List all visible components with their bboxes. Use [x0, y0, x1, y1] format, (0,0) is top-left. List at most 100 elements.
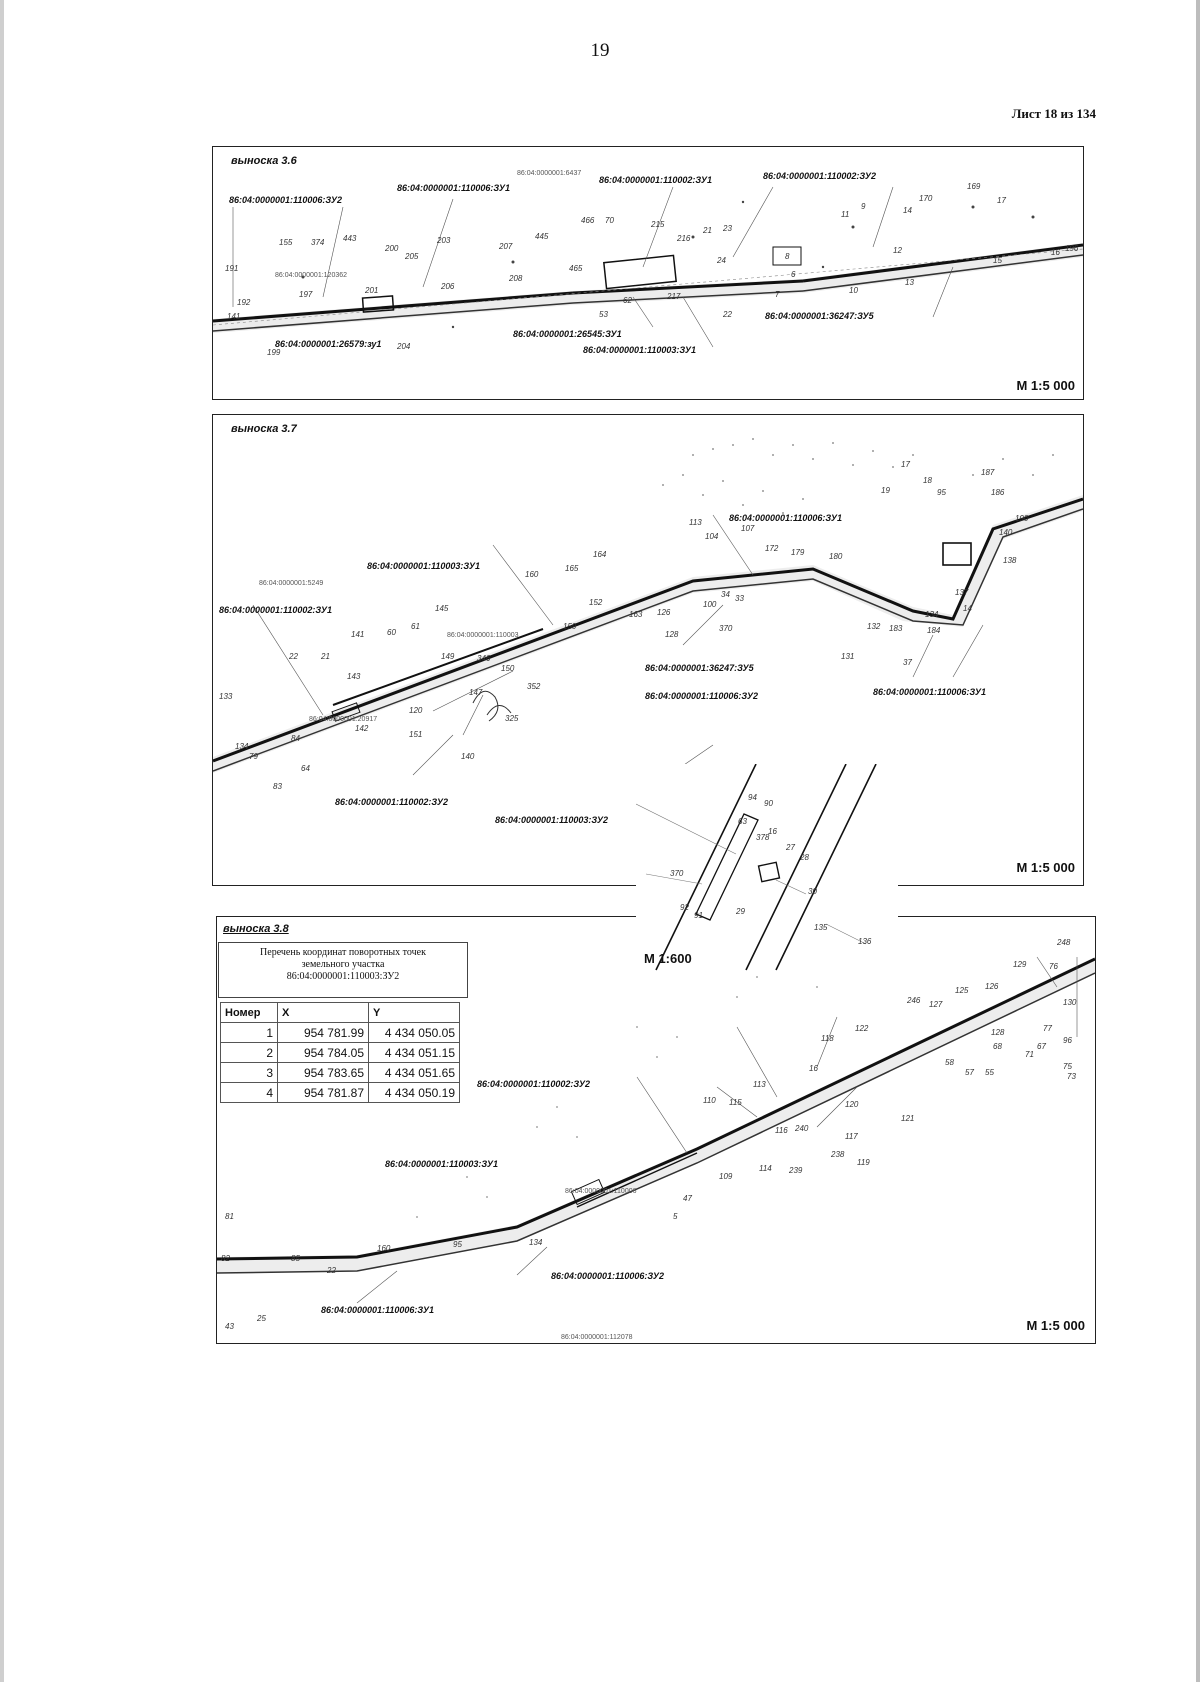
- svg-text:96: 96: [1063, 1036, 1072, 1045]
- svg-text:208: 208: [508, 274, 523, 283]
- svg-text:55: 55: [985, 1068, 994, 1077]
- label-110003-zu1: 86:04:0000001:110003:ЗУ1: [385, 1159, 498, 1169]
- svg-text:17: 17: [997, 196, 1006, 205]
- svg-text:12: 12: [893, 246, 902, 255]
- svg-text:71: 71: [1025, 1050, 1034, 1059]
- svg-text:248: 248: [1056, 938, 1071, 947]
- label-110006-zu1-right: 86:04:0000001:110006:ЗУ1: [873, 687, 986, 697]
- svg-text:160: 160: [525, 570, 539, 579]
- scale-3-7: М 1:5 000: [1016, 860, 1075, 875]
- svg-text:134: 134: [529, 1238, 543, 1247]
- svg-text:346: 346: [477, 654, 491, 663]
- svg-text:155: 155: [279, 238, 293, 247]
- svg-text:142: 142: [355, 724, 369, 733]
- callout-panel-3-6: 86:04:0000001:110006:ЗУ2 86:04:0000001:1…: [212, 146, 1084, 400]
- svg-text:445: 445: [535, 232, 549, 241]
- svg-text:122: 122: [855, 1024, 869, 1033]
- label-110003: 86:04:0000001:110003: [447, 632, 519, 639]
- svg-text:6: 6: [791, 270, 796, 279]
- svg-text:129: 129: [1013, 960, 1027, 969]
- scale-3-6: М 1:5 000: [1016, 378, 1075, 393]
- svg-text:73: 73: [1067, 1072, 1076, 1081]
- svg-text:11: 11: [841, 210, 849, 219]
- svg-text:94: 94: [748, 793, 757, 802]
- svg-text:29: 29: [735, 907, 745, 916]
- svg-text:30: 30: [808, 887, 817, 896]
- svg-text:25: 25: [256, 1314, 266, 1323]
- svg-text:140: 140: [999, 528, 1013, 537]
- svg-text:9: 9: [861, 202, 866, 211]
- svg-text:165: 165: [565, 564, 579, 573]
- svg-text:131: 131: [841, 652, 854, 661]
- svg-text:200: 200: [384, 244, 399, 253]
- svg-text:70: 70: [605, 216, 614, 225]
- label-110002-zu2: 86:04:0000001:110002:ЗУ2: [477, 1079, 590, 1089]
- svg-text:240: 240: [794, 1124, 809, 1133]
- label-110002-zu2: 86:04:0000001:110002:ЗУ2: [335, 797, 448, 807]
- svg-text:217: 217: [666, 292, 681, 301]
- svg-text:90: 90: [764, 799, 773, 808]
- svg-text:76: 76: [1049, 962, 1058, 971]
- svg-text:16: 16: [1051, 248, 1060, 257]
- table-row: 3 954 783.65 4 434 051.65: [220, 1062, 460, 1083]
- svg-text:121: 121: [901, 1114, 914, 1123]
- svg-text:47: 47: [683, 1194, 692, 1203]
- header-y: Y: [368, 1002, 460, 1023]
- inset-map: 94 90 63 16 378 27 28 370 30 92 91 29 13…: [636, 764, 877, 971]
- svg-text:92: 92: [680, 903, 689, 912]
- header-number: Номер: [220, 1002, 278, 1023]
- svg-text:143: 143: [347, 672, 361, 681]
- svg-text:24: 24: [716, 256, 726, 265]
- coord-table: Номер X Y 1 954 781.99 4 434 050.05 2 95…: [220, 1002, 460, 1103]
- label-36247-zu5: 86:04:0000001:36247:ЗУ5: [765, 311, 875, 321]
- point-numbers-3-8: 248 76 129 126 125 127 246 130 122 118 1…: [221, 938, 1077, 1331]
- svg-text:16: 16: [768, 827, 777, 836]
- label-110002-zu1: 86:04:0000001:110002:ЗУ1: [599, 175, 712, 185]
- label-5249: 86:04:0000001:5249: [259, 580, 323, 587]
- svg-text:23: 23: [722, 224, 732, 233]
- svg-text:43: 43: [225, 1322, 234, 1331]
- page-number: 19: [590, 40, 610, 61]
- svg-text:127: 127: [929, 1000, 943, 1009]
- svg-text:172: 172: [765, 544, 779, 553]
- svg-text:81: 81: [225, 1212, 234, 1221]
- sheet-counter: Лист 18 из 134: [1011, 106, 1096, 121]
- table-row: 4 954 781.87 4 434 050.19: [220, 1082, 460, 1103]
- svg-text:22: 22: [326, 1266, 336, 1275]
- svg-text:180: 180: [829, 552, 843, 561]
- svg-text:137: 137: [955, 588, 969, 597]
- svg-text:16: 16: [809, 1064, 818, 1073]
- coord-table-caption: Перечень координат поворотных точек земе…: [218, 942, 468, 998]
- svg-text:113: 113: [753, 1080, 766, 1089]
- svg-text:136: 136: [858, 937, 872, 946]
- svg-text:107: 107: [741, 524, 755, 533]
- label-36247-zu5: 86:04:0000001:36247:ЗУ5: [645, 663, 755, 673]
- svg-text:215: 215: [650, 220, 665, 229]
- svg-text:443: 443: [343, 234, 357, 243]
- svg-text:128: 128: [991, 1028, 1005, 1037]
- svg-text:238: 238: [830, 1150, 845, 1159]
- svg-text:82: 82: [221, 1254, 230, 1263]
- svg-text:95: 95: [453, 1240, 462, 1249]
- svg-text:53: 53: [599, 310, 608, 319]
- svg-text:374: 374: [311, 238, 325, 247]
- label-120362: 86:04:0000001:120362: [275, 272, 347, 279]
- svg-text:84: 84: [291, 734, 300, 743]
- svg-text:133: 133: [219, 692, 233, 701]
- svg-text:134: 134: [235, 742, 249, 751]
- detail-inset: 94 90 63 16 378 27 28 370 30 92 91 29 13…: [636, 764, 898, 972]
- svg-text:196: 196: [1065, 244, 1079, 253]
- svg-text:116: 116: [775, 1126, 788, 1135]
- svg-text:186: 186: [991, 488, 1005, 497]
- svg-text:207: 207: [498, 242, 513, 251]
- svg-text:378: 378: [756, 833, 770, 842]
- svg-text:370: 370: [670, 869, 684, 878]
- svg-text:68: 68: [993, 1042, 1002, 1051]
- svg-text:151: 151: [409, 730, 422, 739]
- scale-3-8: М 1:5 000: [1026, 1318, 1085, 1333]
- label-110006-zu2: 86:04:0000001:110006:ЗУ2: [551, 1271, 664, 1281]
- svg-text:61: 61: [411, 622, 420, 631]
- svg-text:113: 113: [689, 518, 702, 527]
- svg-text:119: 119: [857, 1158, 870, 1167]
- svg-text:28: 28: [799, 853, 809, 862]
